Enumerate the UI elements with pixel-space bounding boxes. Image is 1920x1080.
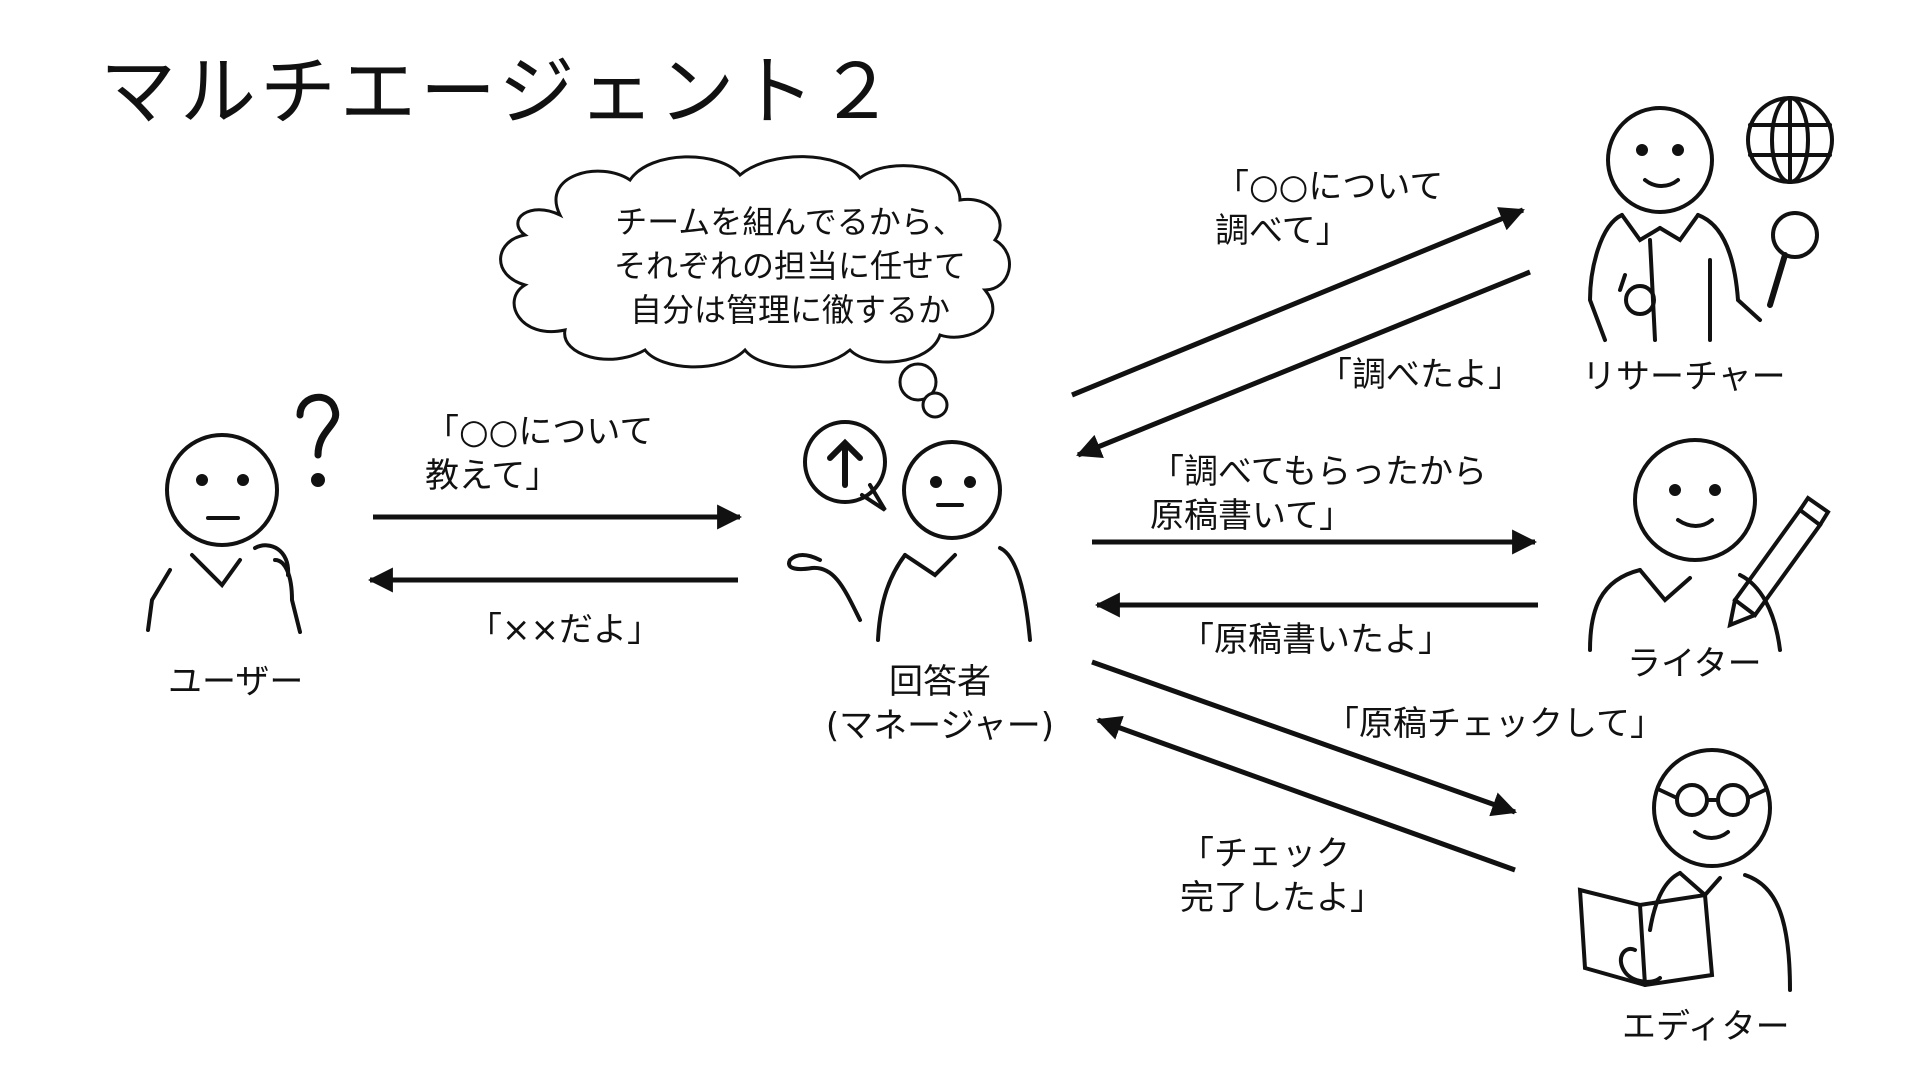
- message-line: 教えて」: [425, 456, 560, 496]
- manager-label-line-2: (マネージャー): [825, 706, 1055, 746]
- thought-cloud: [499, 155, 1011, 419]
- confused-person-icon: [146, 393, 340, 634]
- writer-person-icon: [1588, 438, 1831, 652]
- editor-person-icon: [1577, 748, 1792, 992]
- message-manager-to-editor: 「原稿チェックして」: [1325, 702, 1664, 746]
- message-user-to-manager: 「○○について 教えて」: [425, 410, 653, 498]
- message-line: 調べて」: [1215, 211, 1350, 251]
- message-manager-to-writer: 「調べてもらったから 原稿書いて」: [1150, 450, 1487, 538]
- manager-label-line-1: 回答者: [889, 662, 991, 702]
- arrow-manager-to-researcher: [1071, 207, 1525, 398]
- message-researcher-to-manager: 「調べたよ」: [1318, 353, 1522, 397]
- thought-line-1: チームを組んでるから、: [615, 203, 965, 241]
- manager-label: 回答者 (マネージャー): [820, 660, 1060, 748]
- researcher-label: リサーチャー: [1582, 357, 1786, 397]
- arrow-editor-to-manager: [1096, 715, 1516, 873]
- message-line: 「××だよ」: [468, 610, 661, 650]
- arrow-manager-to-editor: [1091, 659, 1517, 817]
- message-line: 「チェック: [1180, 834, 1350, 874]
- editor-label: エディター: [1622, 1007, 1790, 1047]
- message-writer-to-manager: 「原稿書いたよ」: [1180, 618, 1452, 662]
- message-editor-to-manager: 「チェック 完了したよ」: [1180, 832, 1384, 920]
- message-line: 「原稿書いたよ」: [1180, 620, 1452, 660]
- writer-label: ライター: [1627, 644, 1762, 684]
- message-line: 原稿書いて」: [1150, 496, 1353, 536]
- thought-line-2: それぞれの担当に任せて: [613, 247, 966, 285]
- thought-line-3: 自分は管理に徹するか: [629, 291, 950, 329]
- arrow-researcher-to-manager: [1076, 269, 1531, 458]
- message-line: 「調べたよ」: [1318, 355, 1522, 395]
- message-manager-to-user: 「××だよ」: [468, 608, 661, 652]
- message-line: 完了したよ」: [1180, 878, 1384, 918]
- page-title: マルチエージェント２: [100, 47, 899, 136]
- message-line: 「○○について: [425, 412, 654, 452]
- manager-person-icon: [787, 420, 1032, 642]
- message-line: 「○○について: [1215, 167, 1444, 207]
- message-line: 「原稿チェックして」: [1325, 704, 1664, 744]
- researcher-person-icon: [1587, 96, 1834, 342]
- message-manager-to-researcher: 「○○について 調べて」: [1215, 165, 1443, 253]
- thought-text: チームを組んでるから、 それぞれの担当に任せて 自分は管理に徹するか: [560, 200, 1020, 332]
- user-label: ユーザー: [168, 662, 304, 702]
- message-line: 「調べてもらったから: [1150, 452, 1487, 492]
